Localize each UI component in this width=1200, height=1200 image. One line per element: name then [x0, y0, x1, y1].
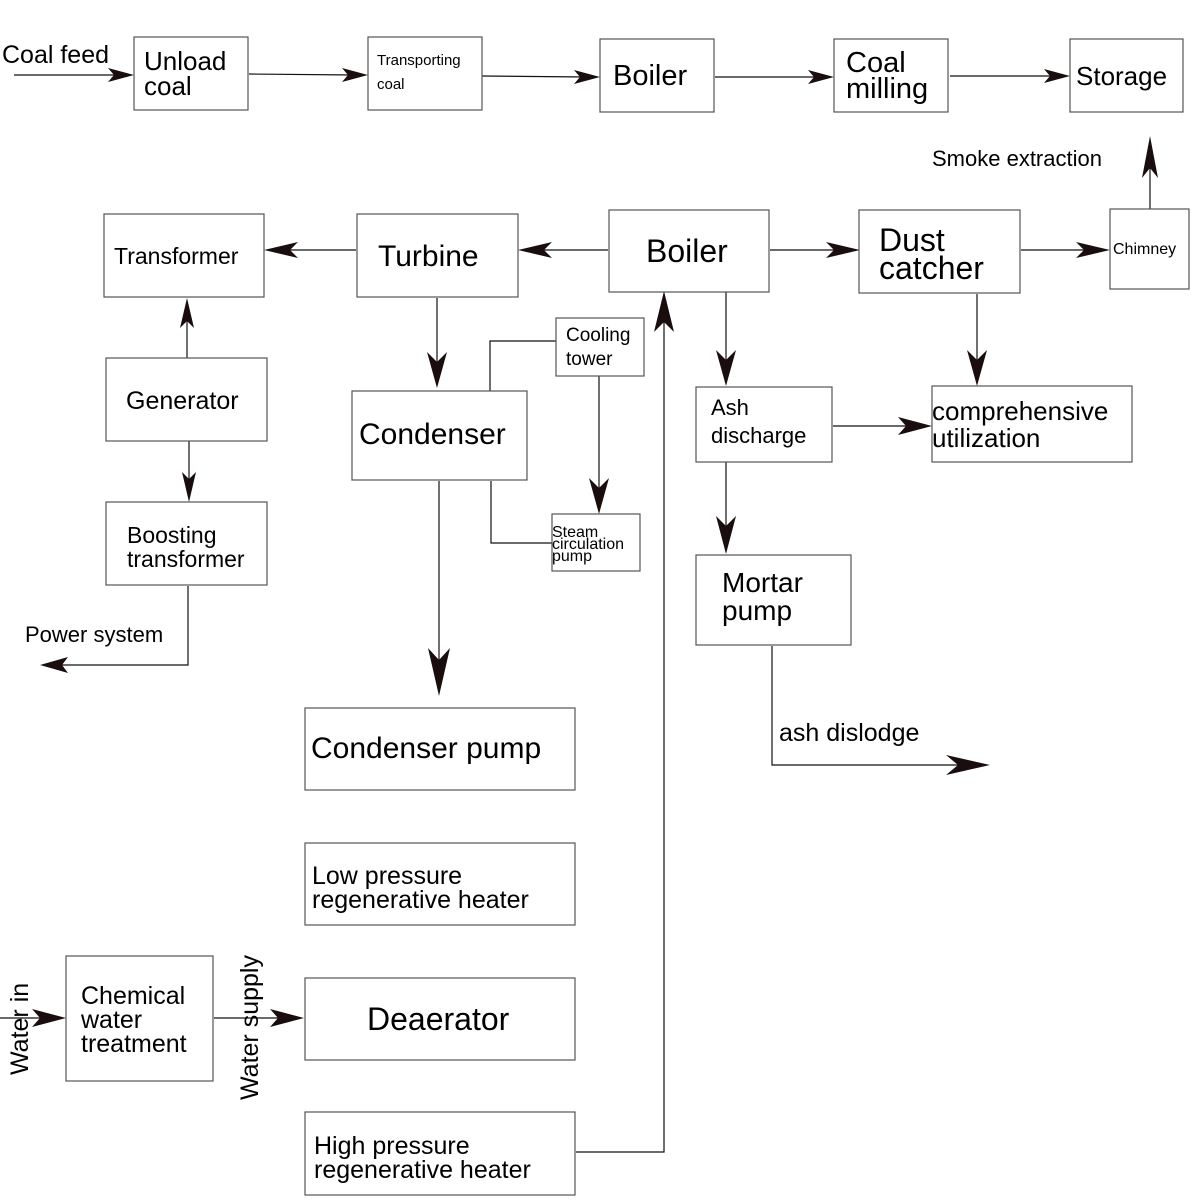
arrow-water-in — [0, 1009, 66, 1027]
transformer-label: Transformer — [114, 243, 239, 269]
cooling-tower-label-1: Cooling — [566, 325, 630, 346]
deaerator-label: Deaerator — [367, 1001, 510, 1037]
steam-pump-label-3: pump — [552, 548, 592, 565]
arrow-dust-catcher-to-utilization — [967, 294, 987, 386]
dust-catcher-label-1: Dust — [879, 222, 945, 258]
transporting-coal-label-2: coal — [377, 76, 405, 93]
unload-coal-label-1: Unload — [144, 46, 226, 76]
connectors — [0, 68, 1158, 1153]
arrow-ash-discharge-to-utilization — [833, 417, 932, 435]
comprehensive-utilization-box: comprehensive utilization — [931, 385, 1133, 463]
utilization-label-1: comprehensive — [932, 396, 1108, 426]
unload-coal-label-2: coal — [144, 71, 192, 101]
storage-label: Storage — [1076, 61, 1167, 91]
deaerator-box: Deaerator — [304, 977, 576, 1061]
utilization-label-2: utilization — [932, 423, 1040, 453]
storage-box: Storage — [1069, 38, 1184, 113]
unload-coal-box: Unload coal — [133, 36, 249, 111]
condenser-box: Condenser — [351, 390, 528, 481]
arrow-dust-catcher-to-chimney — [1021, 242, 1110, 258]
arrow-boiler-to-milling — [715, 70, 834, 84]
dust-catcher-label-2: catcher — [879, 250, 984, 286]
chemical-treatment-label-3: treatment — [81, 1030, 187, 1058]
arrow-condenser-to-condenser-pump — [428, 481, 450, 696]
arrow-generator-to-transformer — [180, 298, 194, 358]
chemical-water-treatment-box: Chemical water treatment — [65, 955, 214, 1082]
coal-feed-label: Coal feed — [2, 41, 109, 69]
arrow-cooling-tower-to-pump — [589, 376, 609, 514]
condenser-label: Condenser — [359, 418, 506, 451]
low-pressure-heater-box: Low pressure regenerative heater — [304, 842, 576, 926]
ash-discharge-box: Ash discharge — [695, 386, 833, 463]
arrow-hp-heater-to-boiler — [576, 291, 674, 1153]
low-pressure-heater-label-2: regenerative heater — [312, 886, 529, 914]
condenser-pump-box: Condenser pump — [304, 707, 576, 791]
arrow-generator-to-boosting — [182, 441, 196, 502]
transporting-coal-label-1: Transporting — [377, 52, 461, 69]
transformer-box: Transformer — [103, 213, 265, 298]
ash-discharge-label-1: Ash — [711, 395, 749, 420]
steam-pump-label-2: circulation — [552, 536, 624, 553]
water-supply-label: Water supply — [236, 955, 264, 1100]
arrow-transport-to-boiler — [481, 70, 600, 84]
condenser-pump-label: Condenser pump — [311, 732, 541, 765]
coal-milling-label-2: milling — [846, 73, 928, 105]
arrow-turbine-to-transformer — [264, 242, 356, 258]
high-pressure-heater-box: High pressure regenerative heater — [304, 1111, 576, 1196]
generator-box: Generator — [105, 357, 268, 442]
arrow-unload-to-transport — [248, 68, 368, 82]
arrow-ash-dislodge — [771, 646, 990, 775]
chimney-label: Chimney — [1113, 241, 1176, 258]
arrow-coal-feed — [14, 68, 134, 82]
arrow-to-power-system — [40, 586, 189, 673]
arrow-turbine-to-condenser — [427, 298, 447, 388]
boosting-transformer-box: Boosting transformer — [105, 501, 268, 586]
transporting-coal-box: Transporting coal — [367, 36, 483, 111]
cooling-tower-label-2: tower — [566, 349, 613, 370]
water-in-label: Water in — [6, 983, 34, 1075]
coal-milling-label-1: Coal — [846, 47, 906, 79]
line-condenser-to-cooling-tower — [489, 340, 556, 391]
line-pump-to-condenser — [490, 481, 552, 544]
coal-milling-box: Coal milling — [833, 38, 949, 113]
high-pressure-heater-label-2: regenerative heater — [314, 1156, 531, 1184]
steam-circulation-pump-box: Steam circulation pump — [551, 513, 641, 572]
boiler-main-box: Boiler — [608, 209, 770, 293]
boiler-top-box: Boiler — [599, 38, 715, 113]
arrow-chimney-smoke-up — [1142, 136, 1158, 209]
steam-pump-label-1: Steam — [552, 524, 598, 541]
arrow-boiler-to-dust-catcher — [770, 242, 860, 258]
arrow-milling-to-storage — [950, 69, 1070, 83]
turbine-label: Turbine — [378, 240, 479, 273]
mortar-pump-box: Mortar pump — [695, 554, 852, 646]
low-pressure-heater-label-1: Low pressure — [312, 862, 462, 890]
ash-dislodge-label: ash dislodge — [779, 719, 919, 747]
boiler-top-label: Boiler — [613, 60, 687, 92]
arrow-boiler-to-turbine — [518, 242, 608, 258]
mortar-pump-label-2: pump — [722, 595, 792, 626]
smoke-extraction-label: Smoke extraction — [932, 146, 1102, 171]
ash-discharge-label-2: discharge — [711, 423, 806, 448]
dust-catcher-box: Dust catcher — [858, 209, 1021, 294]
arrow-boiler-to-ash-discharge — [716, 292, 736, 386]
turbine-box: Turbine — [356, 213, 519, 298]
boosting-transformer-label-2: transformer — [127, 546, 245, 572]
arrow-water-supply — [214, 1009, 304, 1027]
high-pressure-heater-label-1: High pressure — [314, 1132, 470, 1160]
mortar-pump-label-1: Mortar — [722, 567, 803, 598]
boosting-transformer-label-1: Boosting — [127, 522, 217, 548]
chimney-box: Chimney — [1109, 208, 1190, 290]
chemical-treatment-label-1: Chemical — [81, 982, 185, 1010]
boiler-main-label: Boiler — [646, 233, 728, 269]
cooling-tower-box: Cooling tower — [555, 317, 645, 377]
power-system-label: Power system — [25, 622, 163, 647]
generator-label: Generator — [126, 387, 239, 415]
arrow-ash-discharge-to-mortar-pump — [716, 462, 736, 554]
chemical-treatment-label-2: water — [80, 1006, 142, 1034]
